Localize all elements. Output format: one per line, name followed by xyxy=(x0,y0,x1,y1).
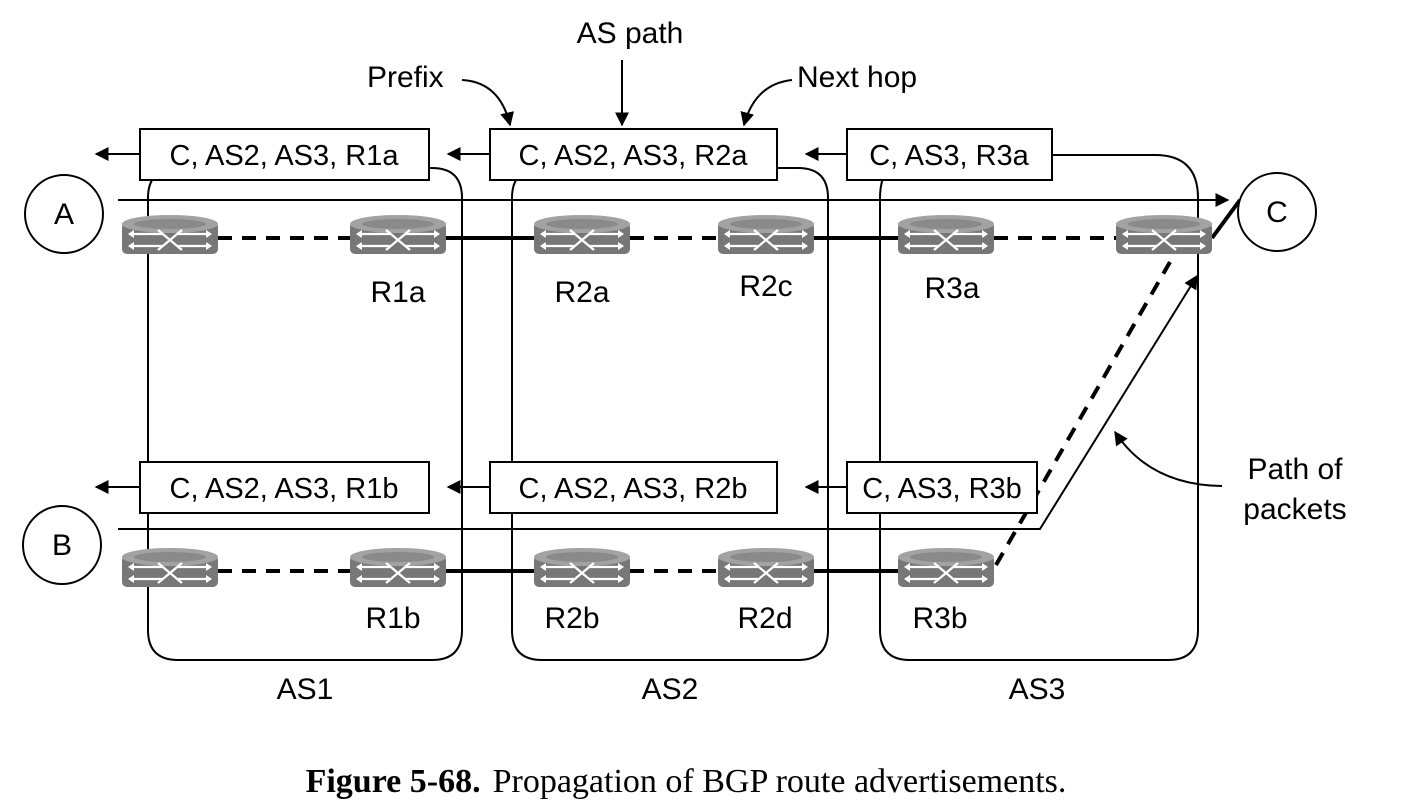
adv-text-bottom-as1: C, AS2, AS3, R1b xyxy=(170,473,399,505)
adv-text-bottom-as2: C, AS2, AS3, R2b xyxy=(519,473,748,505)
link-r3-to-c xyxy=(1210,198,1242,240)
router-label-r3b: R3b xyxy=(912,602,967,635)
host-b-circle xyxy=(22,505,102,585)
router-r1a xyxy=(348,213,448,256)
annotation-as-path: AS path xyxy=(577,17,684,50)
adv-box-top-as1 xyxy=(139,128,430,181)
host-c-circle xyxy=(1237,172,1317,252)
as-label-as1: AS1 xyxy=(277,673,334,706)
as-label-as2: AS2 xyxy=(642,673,699,706)
adv-box-bottom-as2 xyxy=(489,461,778,514)
figure-caption-number: Figure 5-68. xyxy=(306,763,481,800)
router-label-r3a: R3a xyxy=(924,272,979,305)
annotation-path-of-packets-line2: packets xyxy=(1243,493,1346,526)
annotation-prefix-arrow xyxy=(461,79,514,127)
router-r2c xyxy=(716,213,816,256)
adv-text-bottom-as3: C, AS3, R3b xyxy=(862,473,1022,505)
router-label-r2b: R2b xyxy=(544,602,599,635)
adv-text-top-as3: C, AS3, R3a xyxy=(869,140,1029,172)
router-as1-top-left xyxy=(120,213,220,256)
path-b-to-c xyxy=(118,274,1198,530)
router-label-r1b: R1b xyxy=(365,602,420,635)
adv-box-top-as2 xyxy=(489,128,778,181)
adv-text-top-as1: C, AS2, AS3, R1a xyxy=(170,140,400,172)
link-r3b-to-r3-dashed xyxy=(994,261,1172,566)
annotation-next-hop: Next hop xyxy=(797,61,917,94)
router-r2a xyxy=(532,213,632,256)
router-r2d xyxy=(716,546,816,589)
adv-box-bottom-as3 xyxy=(846,461,1038,514)
router-label-r2c: R2c xyxy=(739,270,792,303)
router-label-r2a: R2a xyxy=(554,276,609,309)
annotation-prefix: Prefix xyxy=(367,61,444,94)
annotation-next-hop-arrow xyxy=(740,79,793,127)
router-as3-top-right xyxy=(1114,213,1214,256)
router-r3b xyxy=(896,546,996,589)
router-label-r1a: R1a xyxy=(370,276,425,309)
figure-caption: Figure 5-68. Propagation of BGP route adv… xyxy=(306,763,1067,800)
as-label-as3: AS3 xyxy=(1009,673,1066,706)
host-a-circle xyxy=(24,174,104,254)
adv-box-bottom-as1 xyxy=(139,461,430,514)
router-as1-bottom-left xyxy=(120,546,220,589)
router-label-r2d: R2d xyxy=(737,602,792,635)
host-c-label: C xyxy=(1266,196,1288,229)
annotation-path-of-packets-line1: Path of xyxy=(1247,453,1343,486)
router-r3a xyxy=(896,213,996,256)
router-r2b xyxy=(532,546,632,589)
adv-box-top-as3 xyxy=(846,128,1053,181)
adv-text-top-as2: C, AS2, AS3, R2a xyxy=(519,140,749,172)
annotation-path-of-packets-arrow xyxy=(1114,430,1223,487)
host-b-label: B xyxy=(52,529,72,562)
host-a-label: A xyxy=(54,198,74,231)
figure-caption-text: Propagation of BGP route advertisements. xyxy=(493,763,1067,800)
router-r1b xyxy=(348,546,448,589)
